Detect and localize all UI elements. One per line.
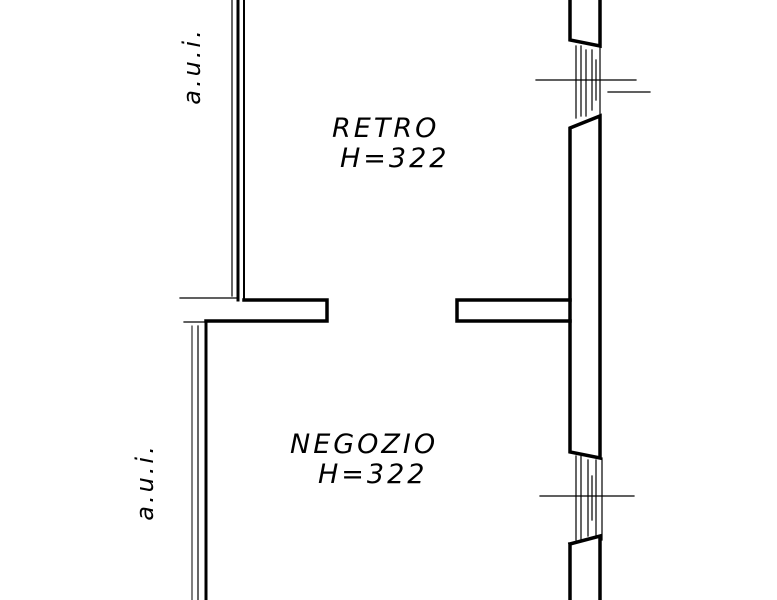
window-upper-jambs: [575, 45, 601, 119]
window-lower-axis: [539, 475, 635, 521]
wall-right-bottom-segment: [567, 533, 602, 600]
wall-right-middle: [568, 113, 602, 461]
window-upper-axis: [535, 59, 651, 101]
partition-right: [455, 298, 572, 323]
room-name-retro: RETRO: [332, 113, 440, 144]
wall-offset-jog: [179, 297, 239, 323]
side-label-lower: a.u.i.: [131, 443, 159, 521]
room-label-retro: RETRO H=322: [332, 114, 472, 174]
window-lower-jambs: [575, 455, 603, 541]
room-height-negozio: H=322: [318, 459, 428, 490]
room-label-negozio: NEGOZIO H=322: [290, 430, 470, 490]
room-height-retro: H=322: [340, 143, 450, 174]
partition-left: [204, 298, 329, 323]
room-name-negozio: NEGOZIO: [290, 429, 439, 460]
side-label-upper: a.u.i.: [178, 27, 206, 105]
wall-right-top-segment: [568, 0, 602, 49]
